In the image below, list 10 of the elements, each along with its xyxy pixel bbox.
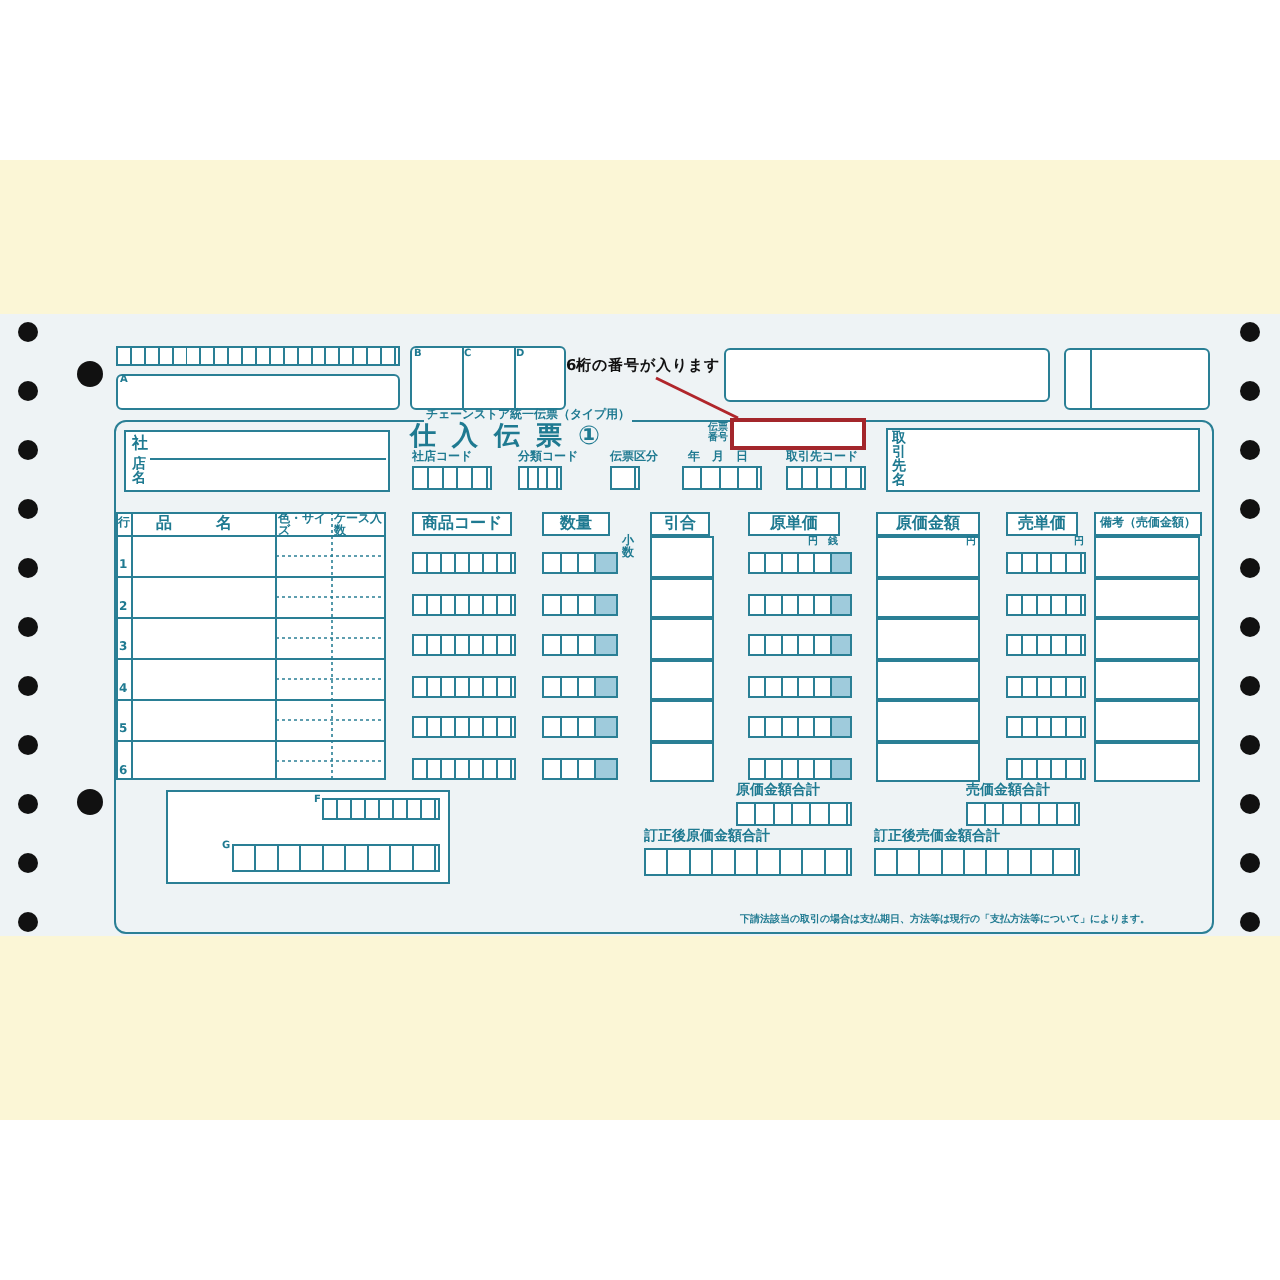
column-header: 売単価 [1006, 512, 1078, 536]
form-label: 品名 [156, 516, 276, 532]
column-header: 引合 [650, 512, 710, 536]
column-header: 原単価 [748, 512, 840, 536]
column-header: 商品コード [412, 512, 512, 536]
column-header: 数量 [542, 512, 610, 536]
form-label: 社 [132, 436, 148, 452]
column-header: 原価金額 [876, 512, 980, 536]
highlight-box [730, 418, 866, 450]
form-label: 仕入伝票① [410, 424, 617, 450]
